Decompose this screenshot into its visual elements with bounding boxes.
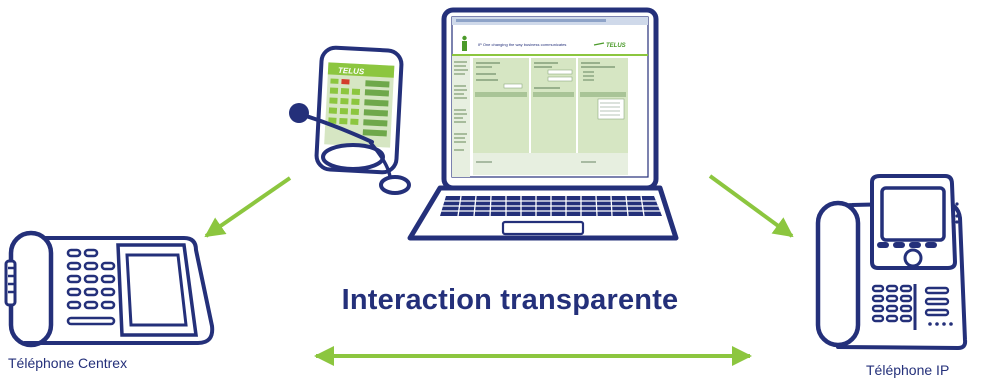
arrow-to-centrex-phone bbox=[204, 176, 292, 238]
headset-icon bbox=[289, 103, 411, 195]
ip-phone-illustration bbox=[815, 174, 968, 350]
softphone-illustration: TELUS bbox=[289, 45, 411, 195]
softphone-brand-text: TELUS bbox=[338, 66, 365, 76]
screen-brand-text: TELUS bbox=[606, 43, 626, 49]
ip-phone-label: Téléphone IP bbox=[866, 362, 950, 378]
laptop-touchpad bbox=[501, 220, 585, 236]
laptop-keyboard bbox=[440, 195, 662, 217]
centrex-phone-label: Téléphone Centrex bbox=[8, 355, 128, 371]
diagram-title: Interaction transparente bbox=[341, 284, 679, 316]
centrex-keypad bbox=[66, 248, 116, 326]
screen-header-text: IP One changing the way business communi… bbox=[478, 42, 566, 47]
ip-phone-keypad bbox=[871, 284, 950, 323]
interaction-arrows bbox=[204, 174, 794, 366]
centrex-phone-illustration bbox=[4, 230, 215, 348]
arrow-to-ip-phone bbox=[708, 174, 794, 238]
screen-app-logo bbox=[462, 35, 467, 51]
laptop-illustration: IP One changing the way business communi… bbox=[407, 7, 679, 241]
softphone-keypad bbox=[328, 78, 390, 137]
